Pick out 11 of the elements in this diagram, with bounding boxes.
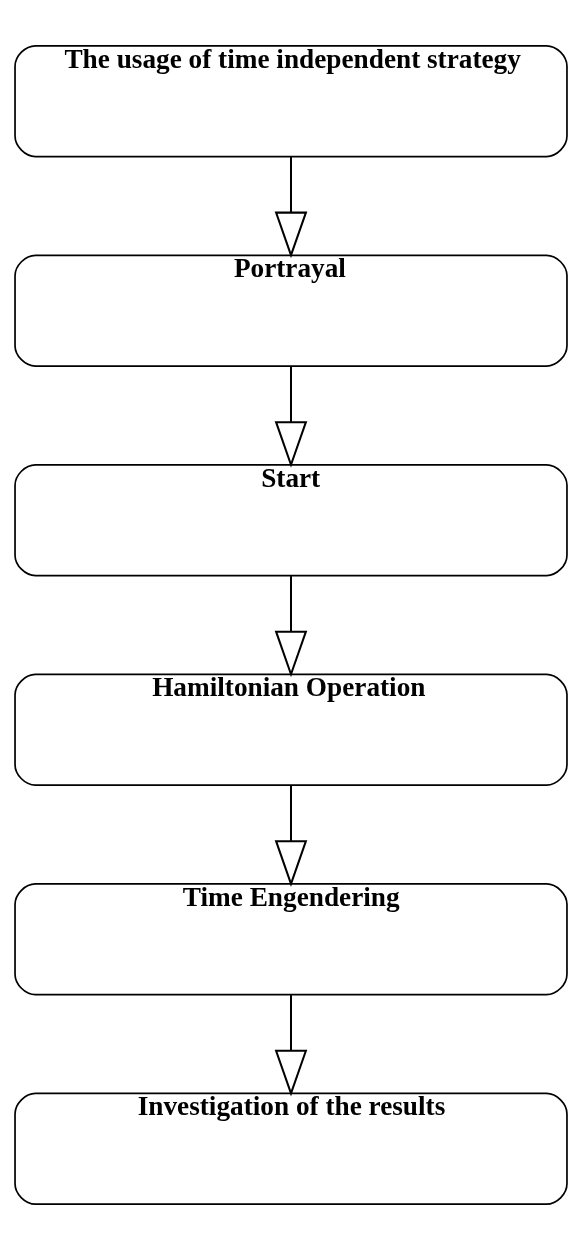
arrow bbox=[274, 157, 308, 259]
node-box: Hamiltonian Operation bbox=[14, 673, 568, 786]
arrow bbox=[274, 576, 308, 678]
arrow bbox=[274, 995, 308, 1097]
node-box: Portrayal bbox=[14, 254, 568, 367]
node-box: Start bbox=[14, 464, 568, 577]
node-box: Time Engendering bbox=[14, 883, 568, 996]
arrow bbox=[274, 785, 308, 887]
arrow bbox=[274, 366, 308, 468]
node-box: Investigation of the results bbox=[14, 1092, 568, 1206]
node-box: The usage of time independent strategy bbox=[14, 44, 568, 158]
